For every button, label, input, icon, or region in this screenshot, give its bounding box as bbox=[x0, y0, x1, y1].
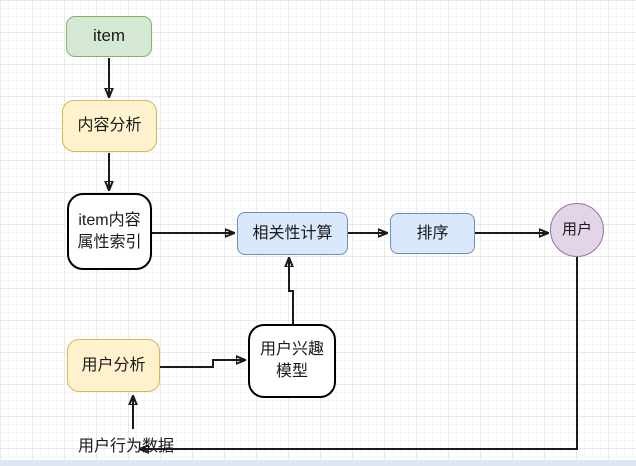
node-user-analysis[interactable]: 用户分析 bbox=[67, 339, 160, 392]
node-relevance-calculation-label: 相关性计算 bbox=[252, 224, 333, 242]
node-user[interactable]: 用户 bbox=[550, 203, 604, 257]
edge-user-to-behavior-data[interactable] bbox=[140, 257, 578, 449]
node-item-content-index[interactable]: item内容属性索引 bbox=[67, 193, 152, 270]
node-sorting[interactable]: 排序 bbox=[390, 213, 475, 254]
label-user-behavior-data[interactable]: 用户行为数据 bbox=[78, 438, 175, 455]
node-sorting-label: 排序 bbox=[416, 224, 449, 242]
node-item-label: item bbox=[92, 26, 126, 46]
edge-interest-model-to-relevance[interactable] bbox=[289, 258, 294, 324]
node-user-interest-model-label: 用户兴趣模型 bbox=[259, 341, 324, 380]
node-relevance-calculation[interactable]: 相关性计算 bbox=[237, 212, 348, 255]
node-content-analysis-label: 内容分析 bbox=[77, 117, 142, 135]
edge-user-analysis-to-interest-model[interactable] bbox=[160, 360, 245, 368]
node-item-content-index-label: item内容属性索引 bbox=[77, 211, 142, 251]
canvas-bottom-edge-bar bbox=[0, 460, 636, 466]
node-user-analysis-label: 用户分析 bbox=[81, 356, 146, 374]
node-item[interactable]: item bbox=[66, 16, 152, 57]
node-user-interest-model[interactable]: 用户兴趣模型 bbox=[248, 324, 336, 398]
node-user-label: 用户 bbox=[561, 220, 592, 238]
node-content-analysis[interactable]: 内容分析 bbox=[62, 100, 157, 152]
